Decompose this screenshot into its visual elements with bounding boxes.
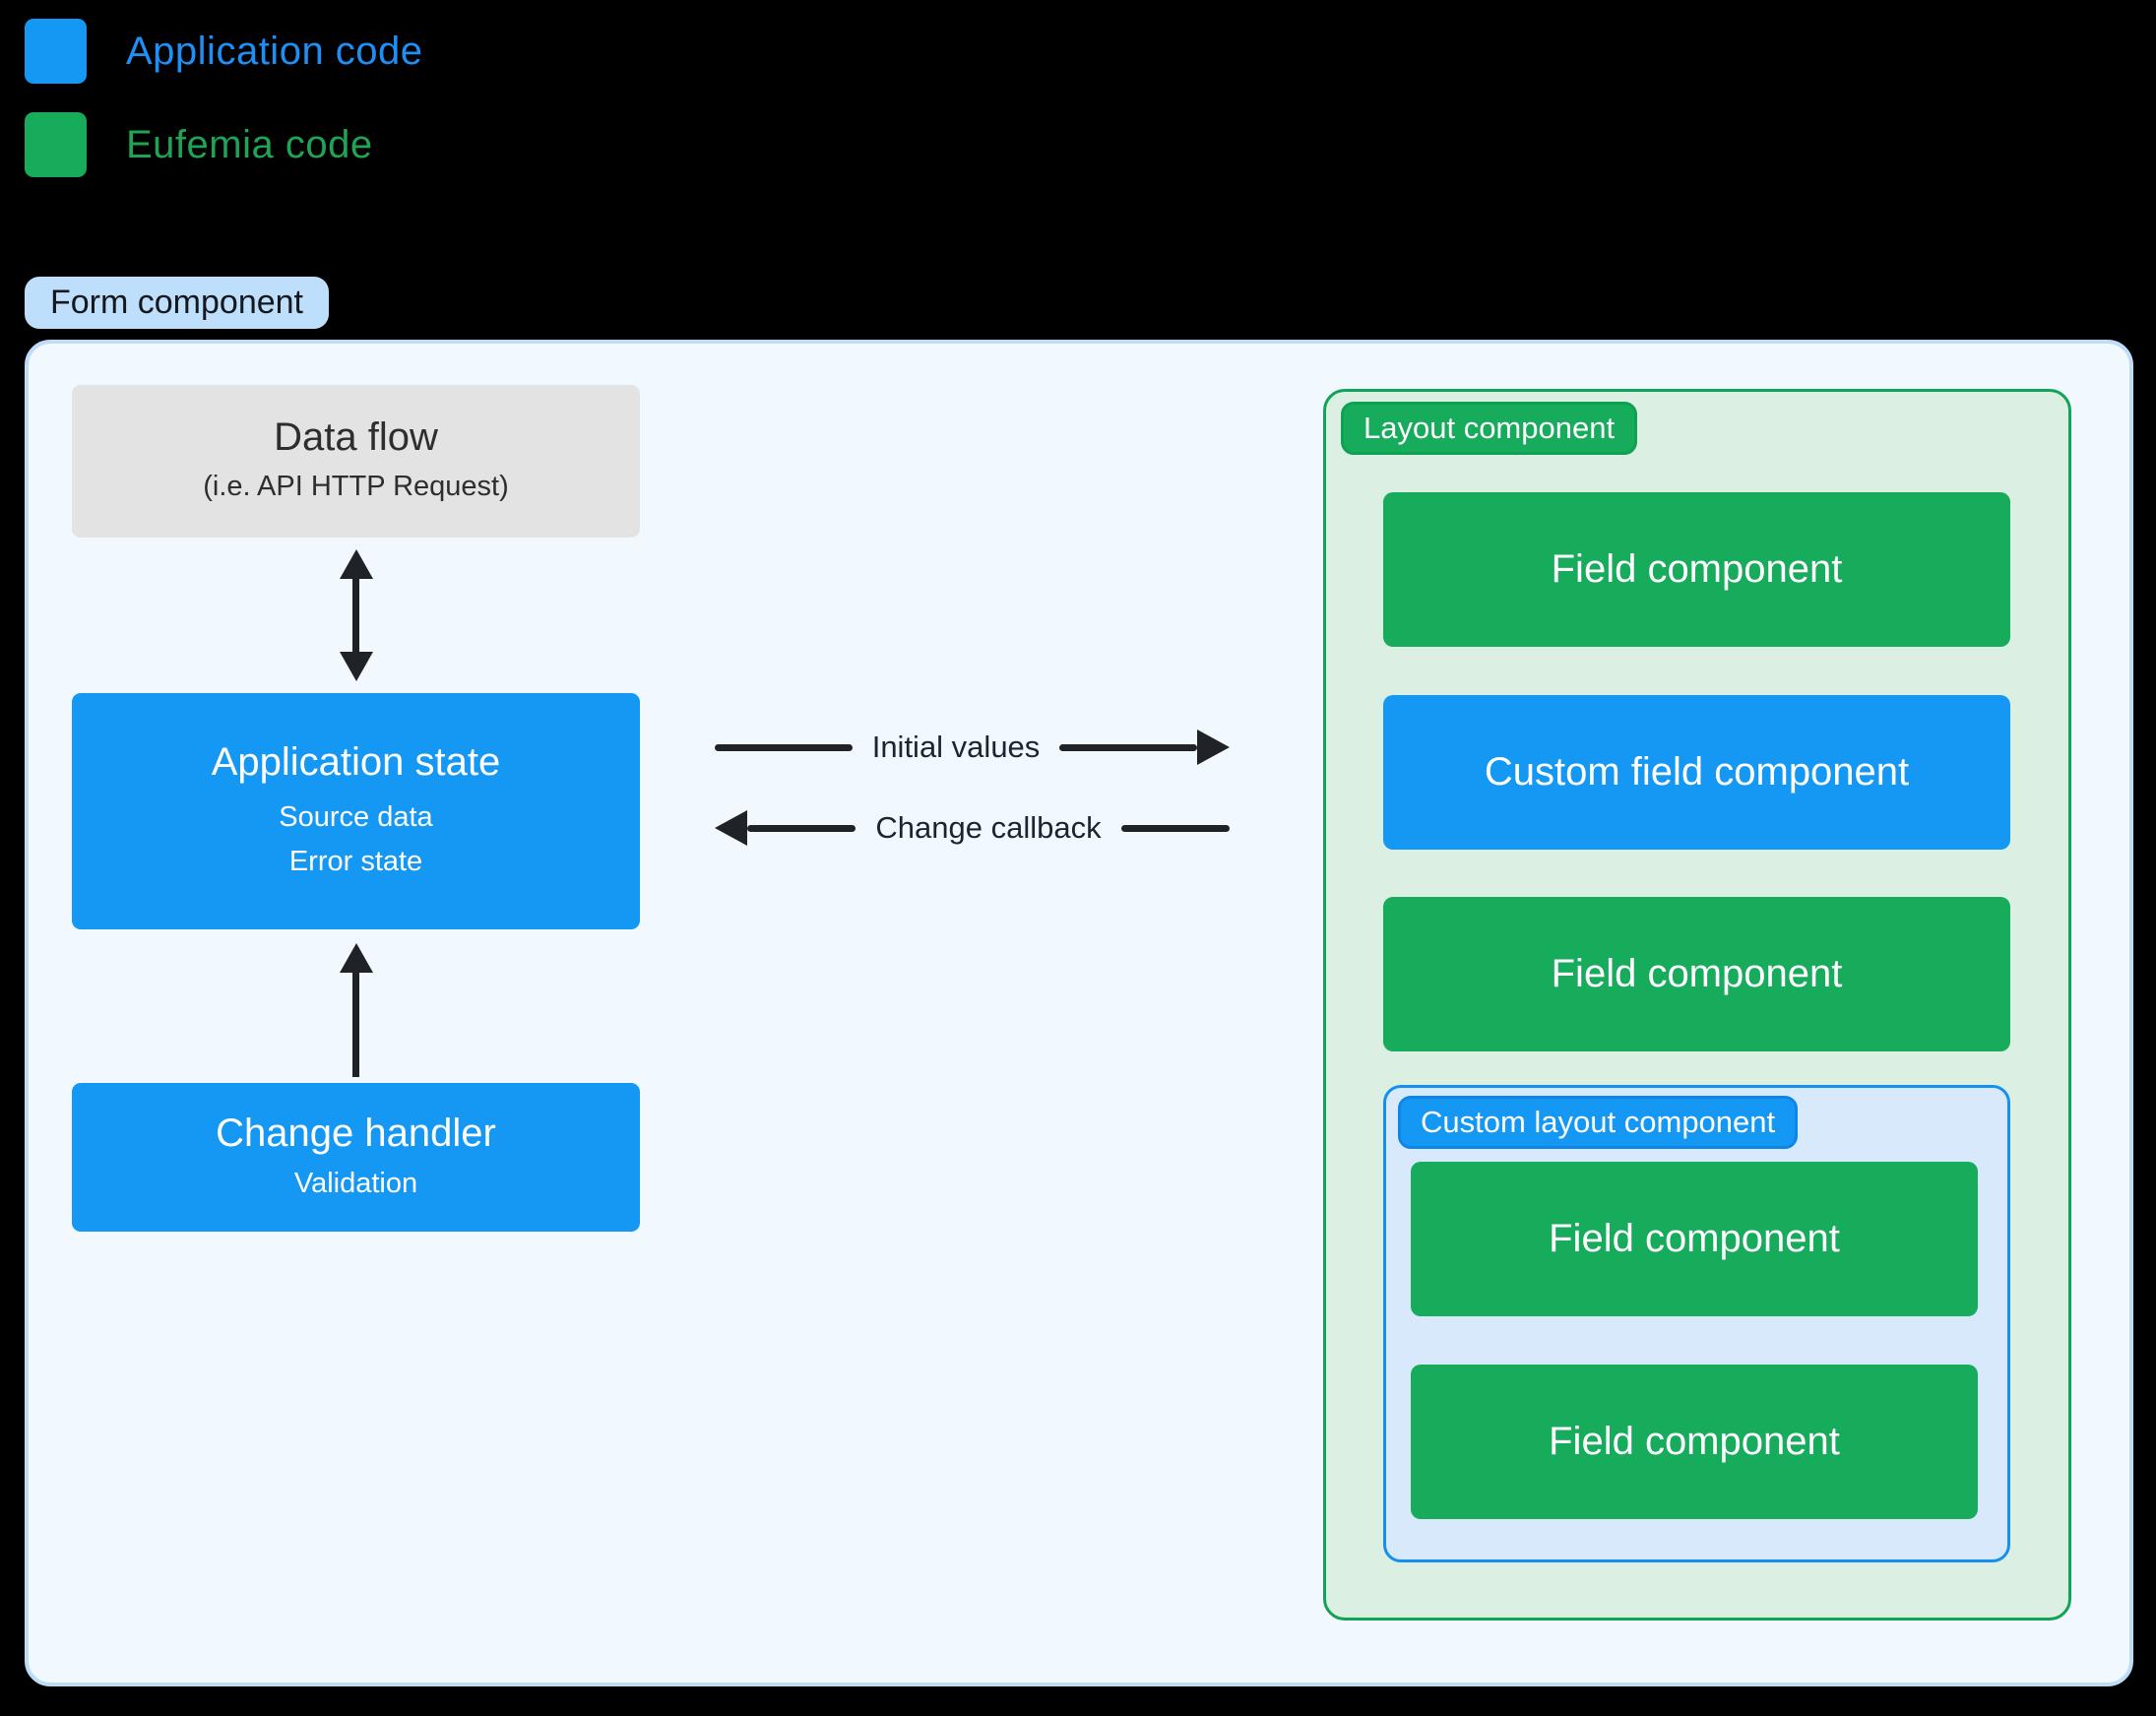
custom-field-component-box: Custom field component — [1383, 695, 2010, 850]
data-flow-title: Data flow — [274, 415, 438, 460]
change-callback-label: Change callback — [875, 810, 1102, 845]
change-handler-title: Change handler — [216, 1111, 496, 1155]
legend-label-eufemia-code: Eufemia code — [126, 122, 373, 166]
form-component-container: Data flow (i.e. API HTTP Request) Applic… — [25, 340, 2133, 1686]
field-component-box: Field component — [1383, 492, 2010, 647]
arrow-line — [747, 824, 856, 832]
initial-values-label: Initial values — [871, 730, 1041, 764]
data-flow-subtitle: (i.e. API HTTP Request) — [203, 471, 509, 503]
arrow-line — [715, 743, 853, 751]
legend-item-eufemia-code: Eufemia code — [25, 112, 423, 177]
arrow-right-icon — [1197, 730, 1230, 765]
custom-layout-component-container: Custom layout component Field component … — [1383, 1085, 2010, 1562]
eufemia-code-swatch-icon — [25, 112, 87, 177]
field-component-box: Field component — [1411, 1162, 1978, 1316]
arrow-shaft — [352, 973, 359, 1077]
arrow-up-head — [339, 943, 373, 973]
field-component-box: Field component — [1383, 897, 2010, 1051]
arrow-line — [1059, 743, 1197, 751]
legend-item-application-code: Application code — [25, 19, 423, 84]
arrow-line — [1120, 824, 1231, 832]
application-state-line-error-state: Error state — [288, 846, 423, 877]
layout-component-badge: Layout component — [1341, 402, 1638, 455]
application-state-title: Application state — [211, 740, 501, 785]
change-callback-arrow: Change callback — [715, 803, 1231, 853]
data-flow-box: Data flow (i.e. API HTTP Request) — [72, 385, 640, 538]
arrow-left-icon — [715, 810, 747, 846]
application-code-swatch-icon — [25, 19, 87, 84]
initial-values-arrow: Initial values — [715, 723, 1230, 772]
arrow-down-head — [339, 652, 373, 681]
application-state-line-source-data: Source data — [279, 801, 433, 834]
arrow-up-down-icon — [339, 549, 373, 681]
legend-label-application-code: Application code — [126, 29, 423, 73]
change-handler-box: Change handler Validation — [72, 1083, 640, 1232]
legend: Application code Eufemia code — [25, 19, 423, 177]
change-handler-to-state-arrow — [72, 929, 640, 1083]
field-component-box: Field component — [1411, 1365, 1978, 1519]
arrow-up-head — [339, 549, 373, 579]
data-flow-column: Data flow (i.e. API HTTP Request) Applic… — [72, 385, 640, 1232]
change-handler-line-validation: Validation — [293, 1167, 418, 1199]
form-component-badge: Form component — [25, 277, 329, 329]
data-flow-sync-arrow — [72, 538, 640, 693]
custom-layout-component-badge: Custom layout component — [1398, 1096, 1799, 1149]
state-to-fields-arrows: Initial values Change callback — [715, 723, 1231, 853]
arrow-up-icon — [339, 943, 373, 1077]
layout-component-container: Layout component Field component Custom … — [1323, 389, 2071, 1621]
application-state-box: Application state Source data Error stat… — [72, 693, 640, 929]
arrow-shaft — [352, 579, 359, 652]
